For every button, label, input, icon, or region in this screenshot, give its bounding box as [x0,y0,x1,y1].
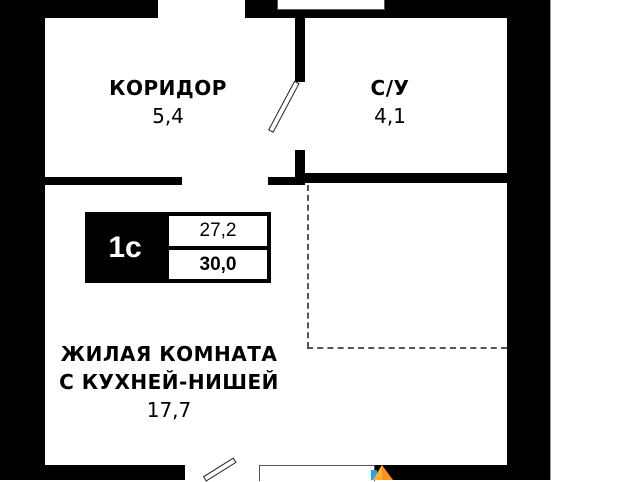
room-name-living-line1: ЖИЛАЯ КОМНАТА [60,342,278,366]
kitchen-niche-outline-vertical [307,185,309,348]
bottom-window [259,465,375,481]
living-area-value: 27,2 [169,216,267,246]
apartment-badge: 1с 27,2 30,0 [85,212,271,283]
room-area-living: 17,7 [146,398,192,422]
room-area-bathroom: 4,1 [374,104,406,128]
bathroom-partition-lower [295,150,305,184]
right-edge-line [550,0,551,480]
outer-wall-right [507,0,550,480]
room-name-bathroom: С/У [370,76,410,100]
bathroom-door[interactable] [268,80,300,133]
entrance-door[interactable] [202,457,237,482]
bathroom-wall-bottom [300,173,507,183]
outer-wall-left [0,0,45,480]
room-area-corridor: 5,4 [152,104,184,128]
top-window [277,0,385,10]
corridor-divider-left [45,177,182,185]
compass-icon [371,465,393,480]
total-area-value: 30,0 [169,250,267,279]
apartment-type: 1с [108,231,142,264]
outer-wall-top-left [0,0,158,18]
outer-wall-bottom-right [375,465,507,480]
corridor-divider-right [268,177,305,185]
room-name-living-line2: С КУХНЕЙ-НИШЕЙ [59,370,279,394]
outer-wall-bottom-left [45,465,185,480]
bathroom-partition-upper [295,18,305,82]
room-name-corridor: КОРИДОР [109,76,227,100]
kitchen-niche-outline-horizontal [307,347,507,349]
